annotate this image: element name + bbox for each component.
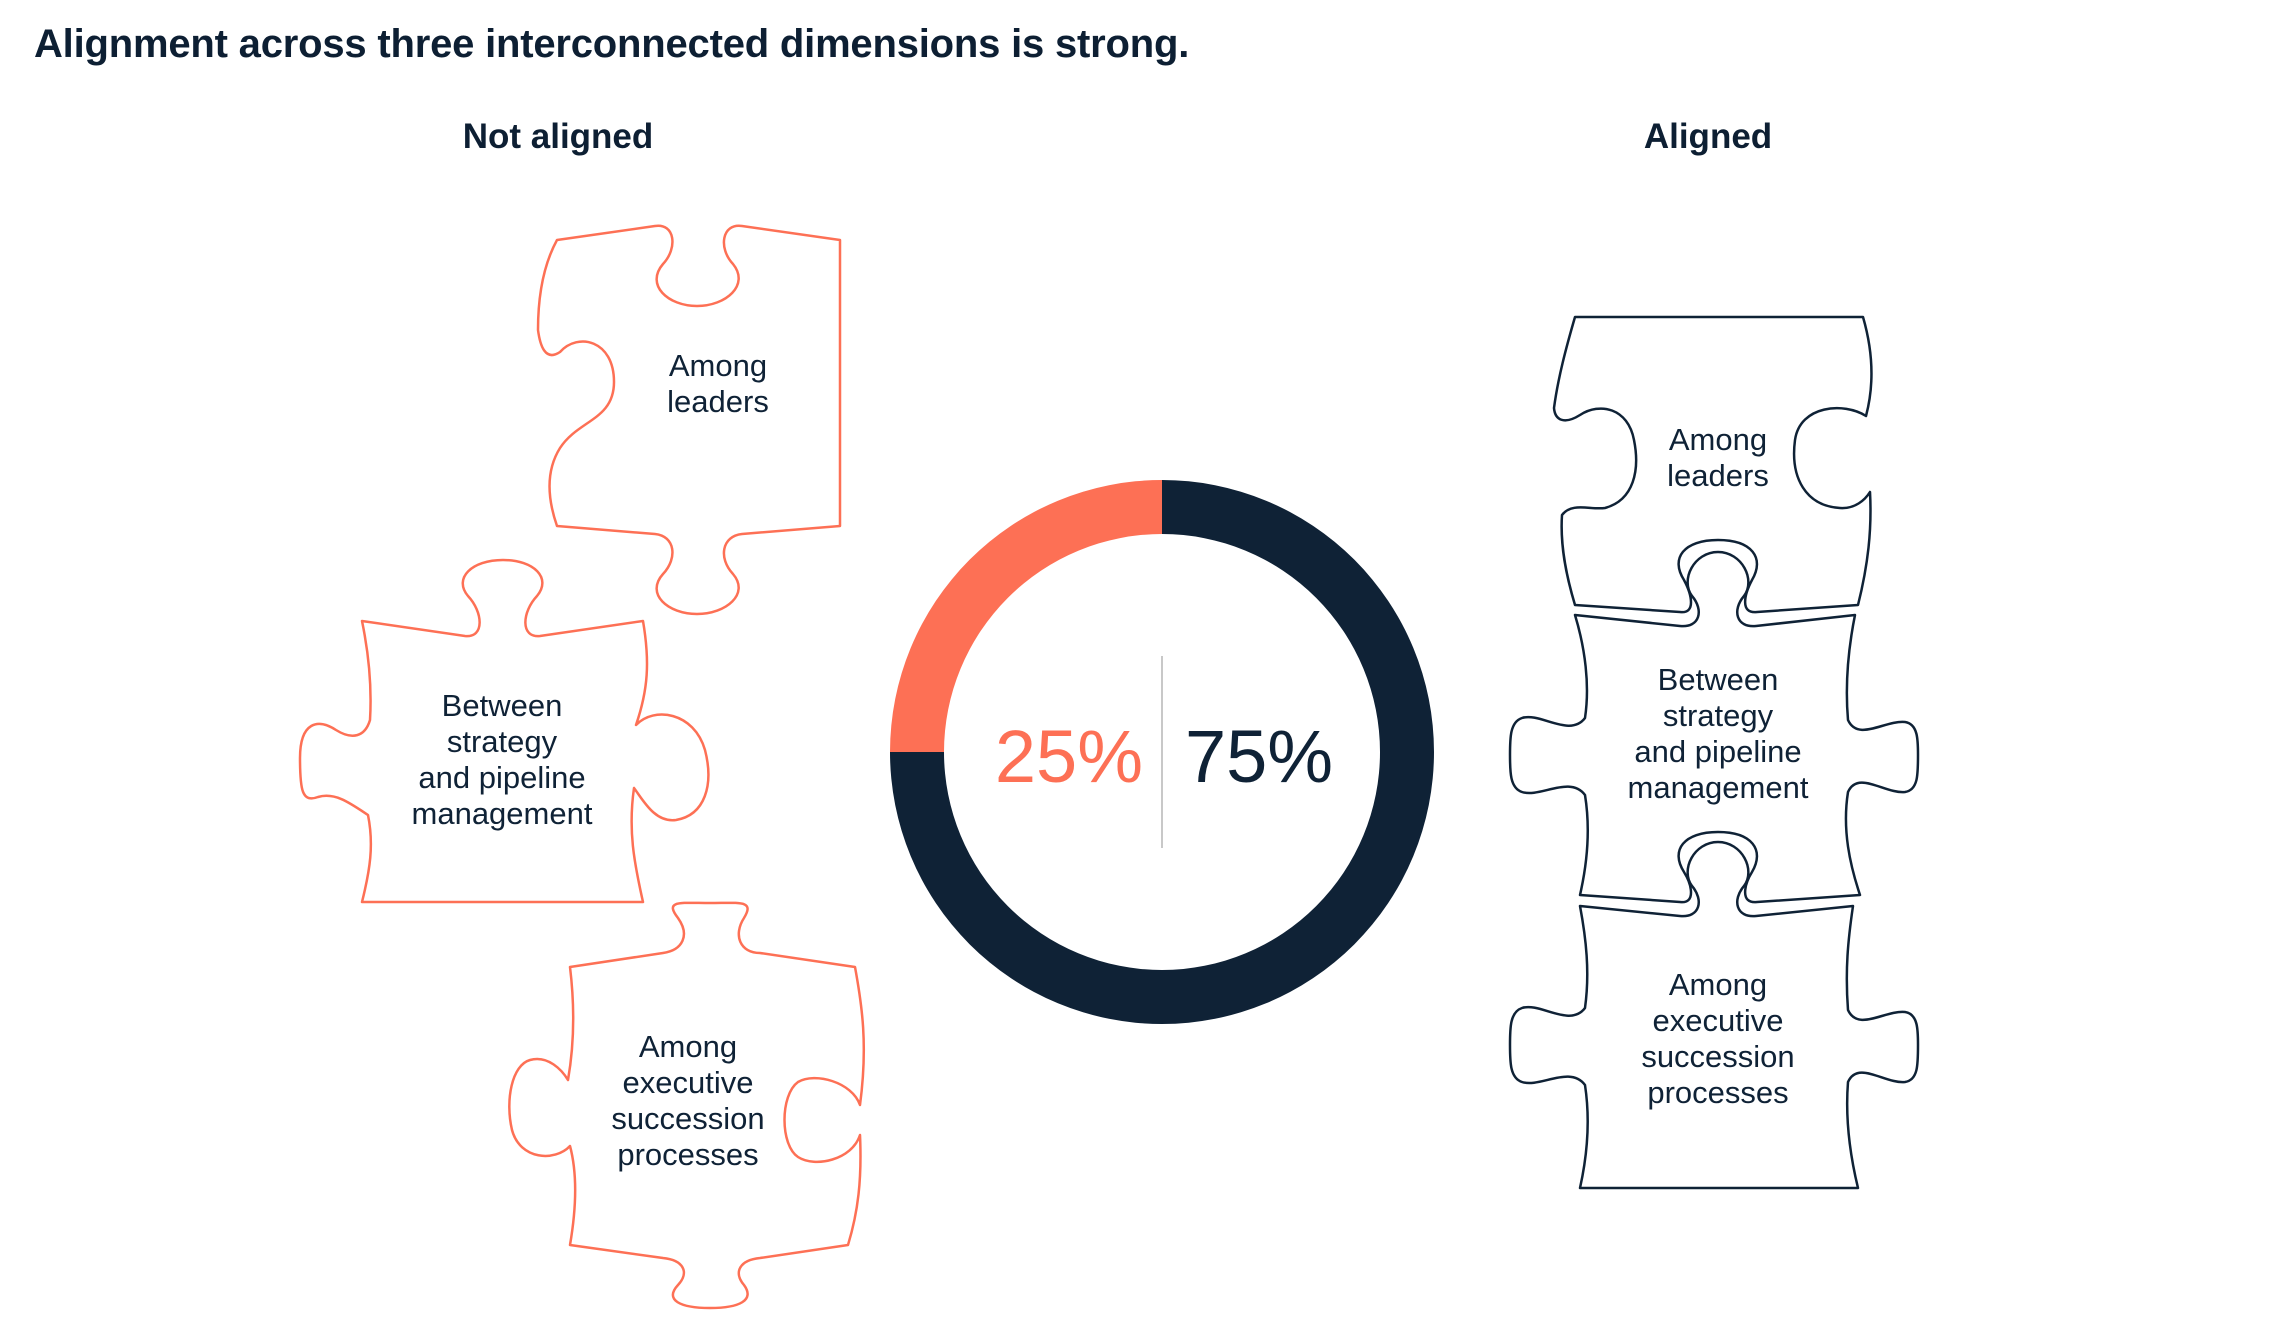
piece-label-line: Between [442,688,563,723]
piece-label-line: Among [639,1029,737,1064]
piece-label-line: processes [617,1137,758,1172]
piece-label-line: Among [669,348,767,383]
piece-label-line: executive [623,1065,754,1100]
not-aligned-heading: Not aligned [462,117,654,156]
page-title: Alignment across three interconnected di… [34,22,1190,66]
piece-label-line: and pipeline [1634,734,1801,769]
piece-label-line: and pipeline [418,760,585,795]
not-aligned-percent: 25% [995,715,1143,798]
piece-label-line: Between [1658,662,1779,697]
aligned-percent: 75% [1185,715,1333,798]
piece-label-line: management [1628,770,1809,805]
piece-label-line: Among [1669,967,1767,1002]
right-piece-succession-icon [1508,840,1920,1190]
right-piece-leaders-icon [1552,315,1873,614]
piece-label-line: leaders [667,384,769,419]
piece-label-line: Among [1669,422,1767,457]
aligned-heading: Aligned [1643,117,1773,156]
alignment-donut-chart [890,480,1434,1024]
piece-label-line: strategy [447,724,558,759]
left-piece-succession-icon [508,901,866,1310]
left-piece-strategy-icon [298,558,710,904]
piece-label-line: strategy [1663,698,1774,733]
piece-label-line: succession [611,1101,764,1136]
right-piece-strategy-icon [1508,550,1920,904]
piece-label-line: processes [1647,1075,1788,1110]
piece-label-line: executive [1653,1003,1784,1038]
piece-label-line: succession [1641,1039,1794,1074]
left-piece-leaders-icon [536,224,842,616]
piece-label-line: leaders [1667,458,1769,493]
donut-slice-not-aligned [890,480,1162,752]
piece-label-line: management [412,796,593,831]
